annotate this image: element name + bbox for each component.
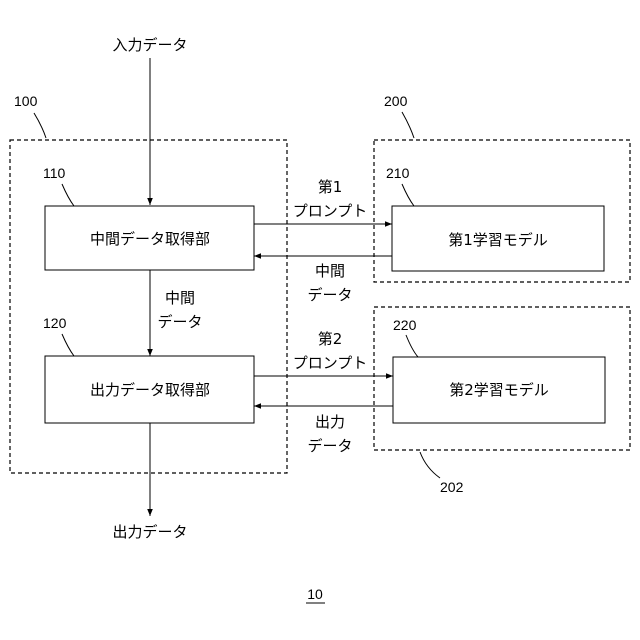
output-unit-leader (62, 334, 74, 356)
system-group-ref: 100 (14, 93, 38, 109)
prompt1-label-line1: 第1 (318, 178, 343, 196)
prompt1-label-line2: プロンプト (293, 202, 368, 220)
input-data-label: 入力データ (112, 36, 187, 54)
system-group-leader (34, 113, 46, 138)
output-return-label-line1: 出力 (315, 413, 345, 431)
intermediate-return-label-line2: データ (307, 286, 352, 304)
model1-ref: 210 (386, 165, 410, 181)
intermediate-unit-leader (62, 184, 74, 206)
prompt2-label-line2: プロンプト (293, 354, 368, 372)
output-data-acquisition-label: 出力データ取得部 (90, 381, 210, 399)
output-data-label: 出力データ (112, 523, 187, 541)
intermediate-return-label-line1: 中間 (315, 262, 345, 280)
prompt2-label-line1: 第2 (318, 330, 343, 348)
output-return-label-line2: データ (307, 437, 352, 455)
model2-label: 第2学習モデル (449, 381, 549, 399)
intermediate-data-acquisition-label: 中間データ取得部 (90, 230, 210, 248)
model1-leader (402, 184, 414, 206)
model2-ref: 220 (393, 317, 417, 333)
model2-group-leader (420, 452, 440, 478)
model1-label: 第1学習モデル (448, 231, 548, 249)
model1-group-ref: 200 (384, 93, 408, 109)
model2-group-ref: 202 (440, 479, 464, 495)
model2-leader (406, 335, 418, 357)
figure-number: 10 (307, 586, 323, 602)
intermediate-down-label-line2: データ (157, 313, 202, 331)
intermediate-unit-ref: 110 (43, 165, 66, 181)
model1-group-leader (402, 112, 414, 138)
output-unit-ref: 120 (43, 315, 67, 331)
intermediate-down-label-line1: 中間 (165, 289, 195, 307)
